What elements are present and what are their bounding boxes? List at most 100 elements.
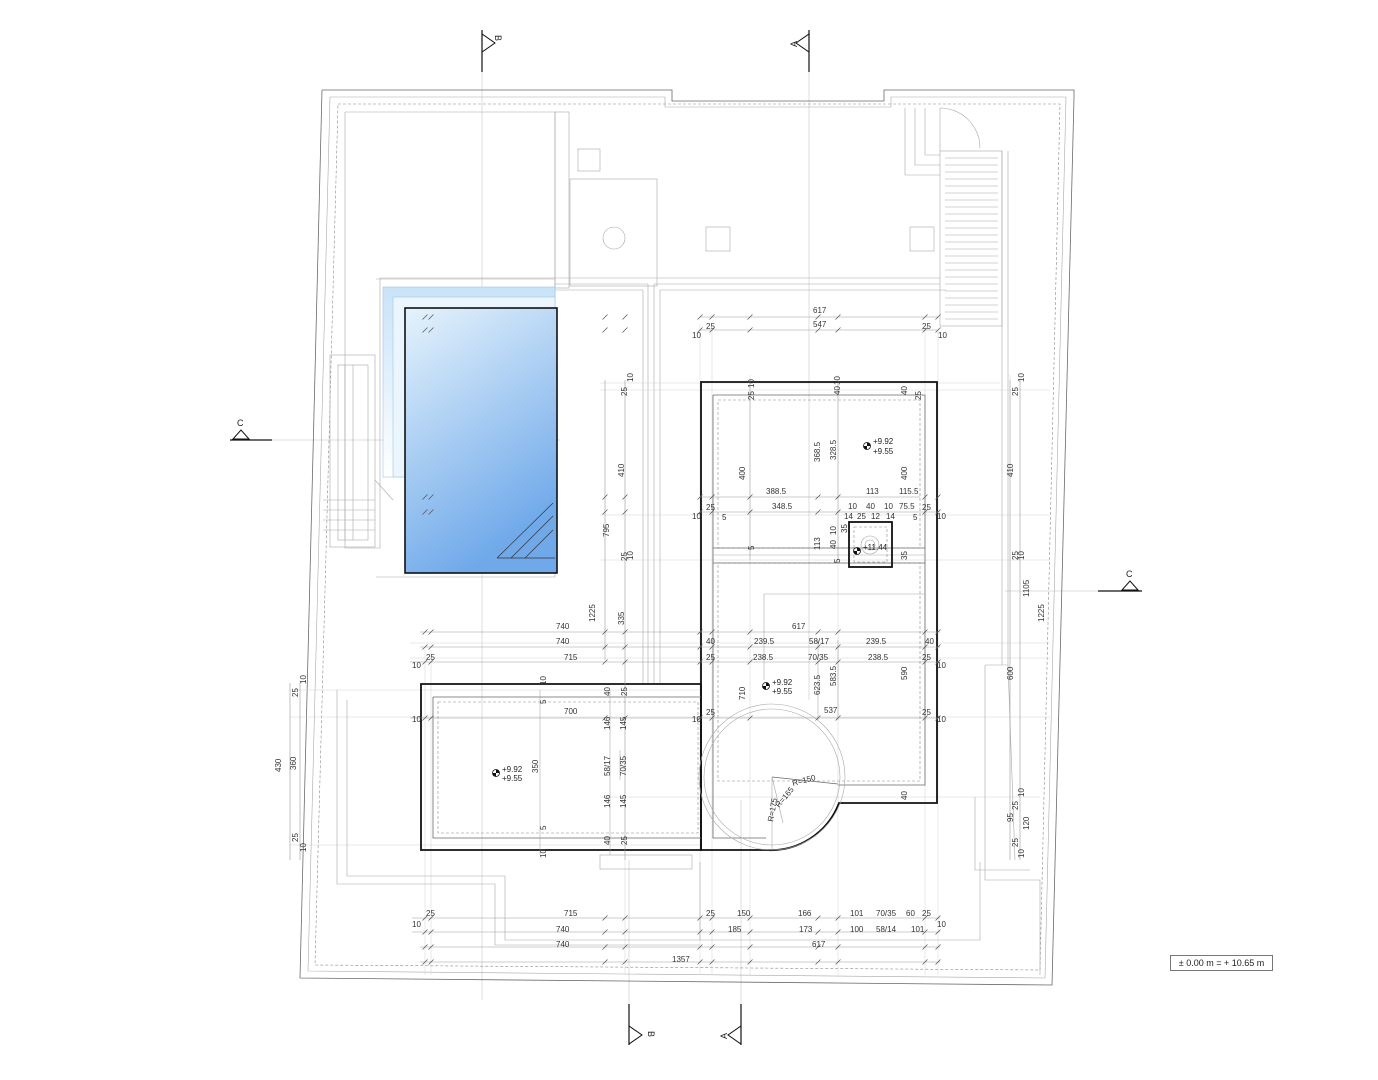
dim-tick <box>747 314 753 320</box>
dim-text: 25 <box>1011 551 1020 560</box>
dim-text: 25 <box>620 687 629 696</box>
dim-text: 623.5 <box>813 674 822 695</box>
dim-tick <box>622 959 628 965</box>
dim-text: 10 <box>412 715 421 724</box>
dim-tick <box>835 659 841 665</box>
dim-text: 715 <box>564 909 578 918</box>
dim-tick <box>922 944 928 950</box>
dim-tick <box>422 644 428 650</box>
dim-tick <box>815 915 821 921</box>
dim-tick <box>697 944 703 950</box>
section-marker-top-b[interactable]: B <box>481 30 503 72</box>
dim-text: 25 <box>1011 838 1020 847</box>
dim-text: 145 <box>619 716 628 730</box>
dim-tick <box>835 629 841 635</box>
dim-text: 75.5 <box>899 502 915 511</box>
level-marker-shaft[interactable]: +11.44 <box>853 543 888 555</box>
dim-text: 113 <box>866 487 879 496</box>
dim-text: 1105 <box>1022 579 1031 597</box>
dim-text: 795 <box>602 523 611 537</box>
section-label-bottom-a: A <box>719 1033 729 1039</box>
dim-text: 328.5 <box>829 439 838 460</box>
dim-text: 600 <box>1006 666 1015 680</box>
dim-text: R=150 <box>791 773 817 788</box>
dim-text: 5 <box>539 825 548 830</box>
dim-text: 238.5 <box>868 653 889 662</box>
dim-text: 10 <box>829 526 838 535</box>
level-marker-ne[interactable]: +9.92 +9.55 <box>863 437 894 456</box>
dim-tick <box>815 944 821 950</box>
dim-tick <box>922 494 928 500</box>
dim-text: 400 <box>900 466 909 480</box>
dim-text: 10 <box>539 849 548 858</box>
dim-text: 348.5 <box>772 502 793 511</box>
dim-text: 35 <box>840 524 849 533</box>
dim-text: 40 <box>925 637 934 646</box>
dim-tick <box>935 314 941 320</box>
dim-text: 360 <box>289 756 298 770</box>
dim-text: 740 <box>556 622 570 631</box>
dim-text: 10 <box>1017 849 1026 858</box>
section-marker-left-c[interactable]: C <box>230 418 272 441</box>
dim-text: 25 <box>620 387 629 396</box>
dim-tick <box>428 509 434 515</box>
dim-tick <box>422 314 428 320</box>
dim-text: 1225 <box>1037 604 1046 622</box>
dim-tick <box>428 629 434 635</box>
dim-text: 25 <box>706 909 715 918</box>
dim-tick <box>835 929 841 935</box>
dim-tick <box>602 715 608 721</box>
dim-tick <box>602 659 608 665</box>
reference-level-legend: ± 0.00 m = + 10.65 m <box>1170 955 1273 971</box>
site-boundary <box>299 89 1075 986</box>
dim-text: 388.5 <box>766 487 787 496</box>
dim-text: 583.5 <box>829 665 838 686</box>
dim-tick <box>835 944 841 950</box>
section-marker-right-c[interactable]: C <box>1098 569 1142 592</box>
section-label-right-c: C <box>1126 569 1133 579</box>
level-ne-top: +9.92 <box>873 437 894 446</box>
dim-tick <box>935 915 941 921</box>
dim-tick <box>835 715 841 721</box>
dim-text: 40 <box>866 502 875 511</box>
dim-text: 145 <box>619 794 628 808</box>
dim-text: 70/35 <box>808 653 829 662</box>
section-marker-top-a[interactable]: A <box>789 30 810 72</box>
dim-text: 10 <box>412 661 421 670</box>
dim-tick <box>422 327 428 333</box>
dim-text: 14 <box>886 512 895 521</box>
dim-tick <box>922 715 928 721</box>
dim-tick <box>835 314 841 320</box>
dim-tick <box>935 944 941 950</box>
level-marker-w[interactable]: +9.92 +9.55 <box>492 765 523 783</box>
dim-tick <box>709 659 715 665</box>
dim-text: 710 <box>738 686 747 700</box>
section-marker-bottom-a[interactable]: A <box>719 1004 742 1045</box>
dim-tick <box>747 644 753 650</box>
dim-text: 740 <box>556 637 570 646</box>
level-marker-se[interactable]: +9.92 +9.55 <box>762 678 793 696</box>
dim-tick <box>422 915 428 921</box>
section-marker-bottom-b[interactable]: B <box>628 1004 656 1045</box>
dim-tick <box>815 509 821 515</box>
dim-tick <box>428 494 434 500</box>
dim-tick <box>922 659 928 665</box>
dim-text: 5 <box>539 699 548 704</box>
dimension-lines <box>289 316 1021 963</box>
dim-text: 410 <box>617 463 626 477</box>
dim-text: 25 <box>706 653 715 662</box>
dim-tick <box>428 314 434 320</box>
dim-tick <box>622 629 628 635</box>
dim-text: 10 <box>539 676 548 685</box>
swimming-pool <box>376 278 558 578</box>
dim-text: 10 <box>692 512 701 521</box>
dim-tick <box>422 494 428 500</box>
dim-text: 410 <box>1006 463 1015 477</box>
dim-tick <box>422 959 428 965</box>
dim-text: 10 <box>884 502 893 511</box>
dim-tick <box>747 629 753 635</box>
dim-text: 700 <box>564 707 578 716</box>
level-se-bottom: +9.55 <box>772 687 793 696</box>
dim-tick <box>935 929 941 935</box>
dim-text: 617 <box>812 940 826 949</box>
